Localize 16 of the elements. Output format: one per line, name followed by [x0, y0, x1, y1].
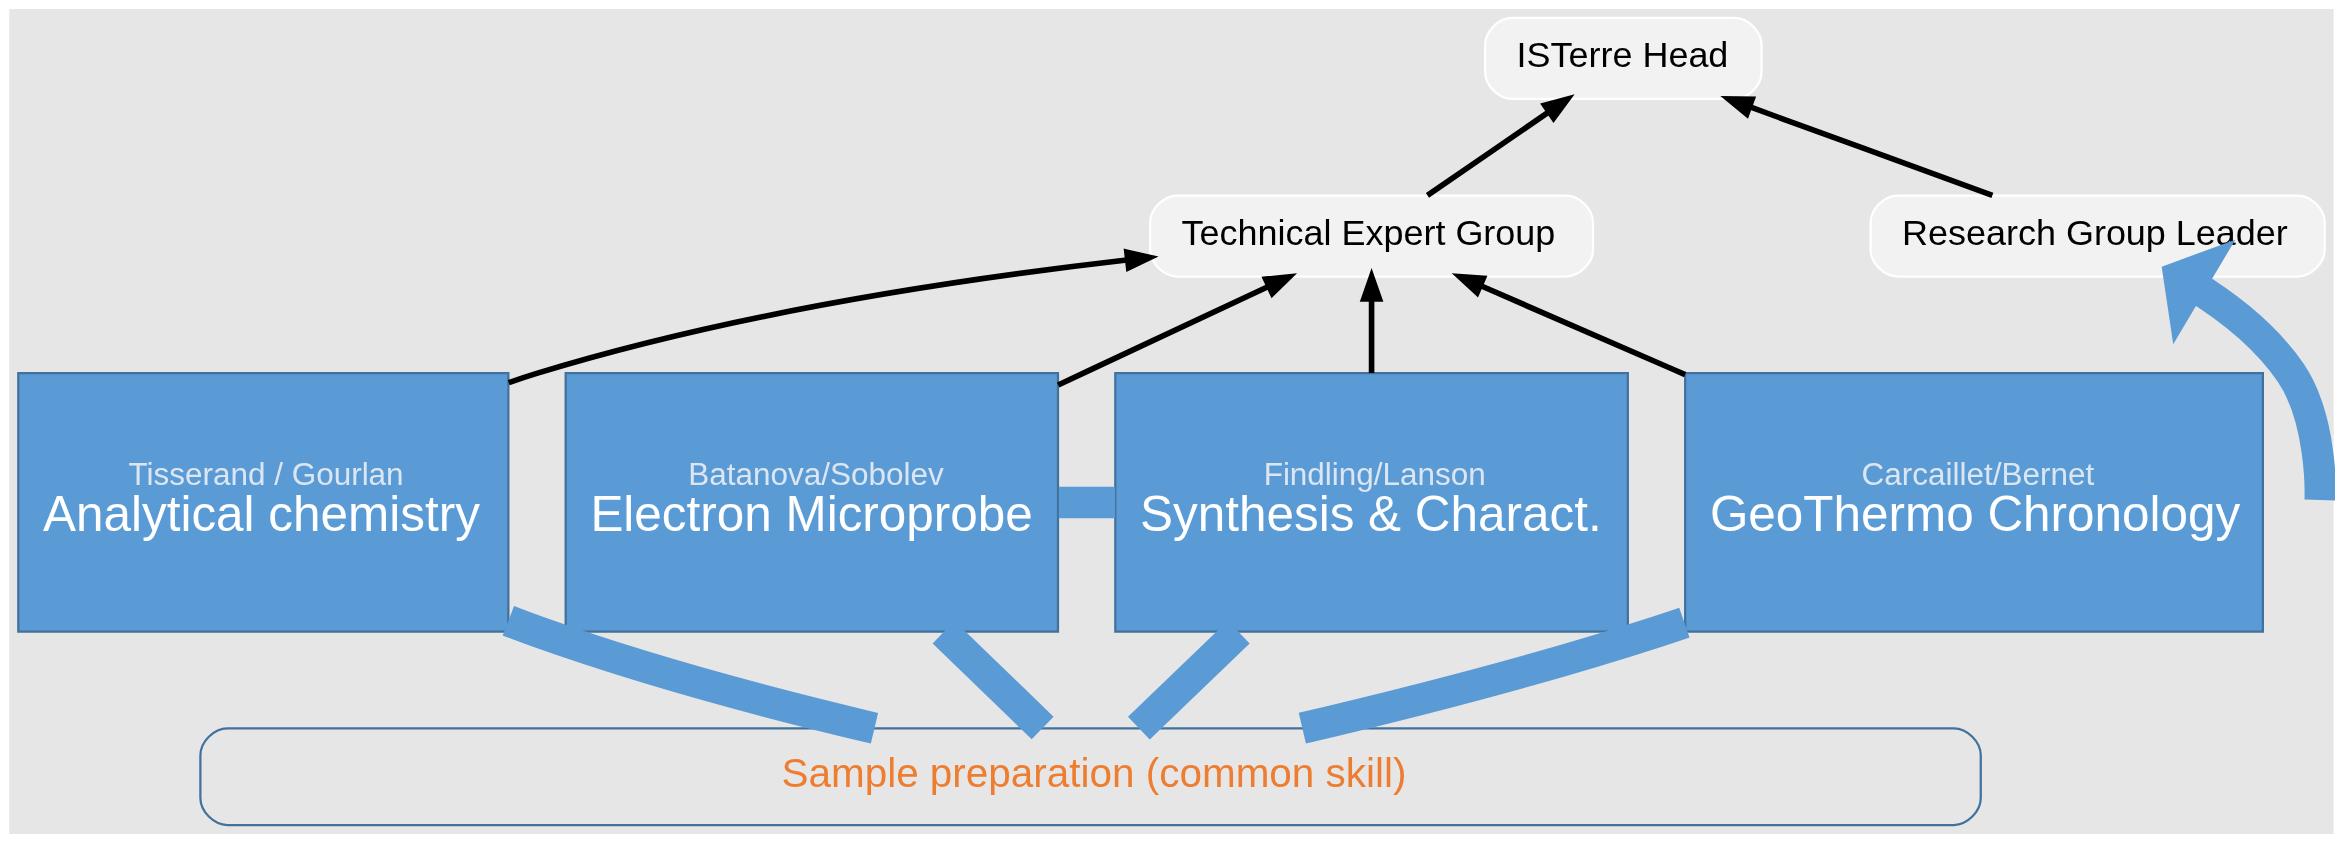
node-box: Research Group Leader	[1869, 194, 2326, 278]
node-box: Sample preparation (common skill)	[199, 727, 1982, 827]
node-box: Carcaillet/Bernet GeoThermo Chronology	[1684, 372, 2264, 633]
node-box: Technical Expert Group	[1149, 194, 1595, 278]
arrow	[1425, 94, 1575, 198]
connector	[1058, 486, 1116, 519]
arrow	[1359, 268, 1384, 374]
arrow	[507, 248, 1159, 386]
node-box: Findling/Lanson Synthesis & Charact.	[1114, 372, 1629, 633]
arrow	[1720, 96, 1994, 198]
node-box: Batanova/Sobolev Electron Microprobe	[564, 372, 1060, 633]
node-box: ISTerre Head	[1483, 16, 1763, 101]
arrow	[1056, 273, 1298, 388]
arrow	[2161, 239, 2335, 501]
arrow	[1451, 273, 1687, 378]
node-box: Tisserand / Gourlan Analytical chemistry	[17, 372, 510, 633]
